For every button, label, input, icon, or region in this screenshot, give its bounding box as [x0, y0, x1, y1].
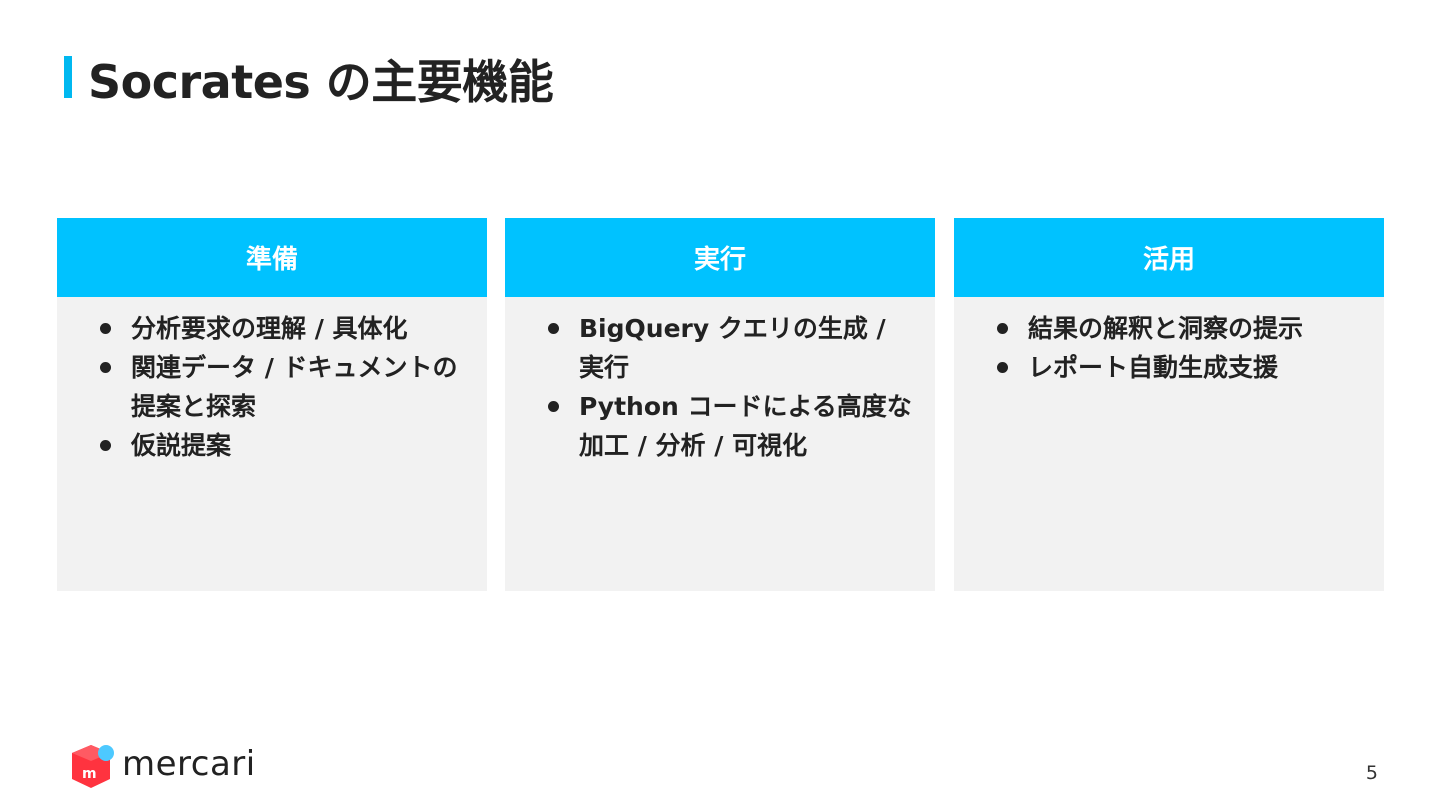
column-list: BigQuery クエリの生成 / 実行 Python コードによる高度な加工 …	[505, 297, 935, 465]
list-item: 仮説提案	[97, 426, 471, 465]
logo-wordmark: mercari	[122, 744, 256, 784]
column-execution: 実行 BigQuery クエリの生成 / 実行 Python コードによる高度な…	[505, 218, 935, 591]
mercari-box-icon: m	[72, 745, 114, 788]
column-list: 分析要求の理解 / 具体化 関連データ / ドキュメントの提案と探索 仮説提案	[57, 297, 487, 465]
list-item: BigQuery クエリの生成 / 実行	[545, 309, 919, 387]
bullet-icon	[548, 323, 559, 334]
list-item-text: 関連データ / ドキュメントの提案と探索	[131, 353, 458, 421]
bullet-icon	[997, 362, 1008, 373]
page-title: Socrates の主要機能	[88, 55, 554, 109]
feature-columns: 準備 分析要求の理解 / 具体化 関連データ / ドキュメントの提案と探索 仮説…	[57, 218, 1384, 591]
svg-text:m: m	[82, 766, 97, 782]
list-item-text: レポート自動生成支援	[1028, 353, 1279, 382]
column-header: 準備	[57, 218, 487, 297]
list-item: Python コードによる高度な加工 / 分析 / 可視化	[545, 387, 919, 465]
column-preparation: 準備 分析要求の理解 / 具体化 関連データ / ドキュメントの提案と探索 仮説…	[57, 218, 487, 591]
title-accent-bar	[64, 56, 72, 98]
page-number: 5	[1365, 762, 1378, 784]
bullet-icon	[997, 323, 1008, 334]
bullet-icon	[100, 440, 111, 451]
bullet-icon	[100, 362, 111, 373]
list-item-text: 結果の解釈と洞察の提示	[1028, 314, 1304, 343]
list-item: 関連データ / ドキュメントの提案と探索	[97, 348, 471, 426]
column-header: 実行	[505, 218, 935, 297]
column-utilization: 活用 結果の解釈と洞察の提示 レポート自動生成支援	[954, 218, 1384, 591]
bullet-icon	[100, 323, 111, 334]
mercari-logo: m mercari	[70, 742, 255, 790]
list-item-text: Python コードによる高度な加工 / 分析 / 可視化	[579, 392, 912, 460]
list-item-text: 分析要求の理解 / 具体化	[131, 314, 408, 343]
list-item: レポート自動生成支援	[994, 348, 1368, 387]
bullet-icon	[548, 401, 559, 412]
list-item: 分析要求の理解 / 具体化	[97, 309, 471, 348]
list-item-text: BigQuery クエリの生成 / 実行	[579, 314, 886, 382]
list-item-text: 仮説提案	[131, 431, 232, 460]
column-list: 結果の解釈と洞察の提示 レポート自動生成支援	[954, 297, 1384, 387]
list-item: 結果の解釈と洞察の提示	[994, 309, 1368, 348]
column-header: 活用	[954, 218, 1384, 297]
